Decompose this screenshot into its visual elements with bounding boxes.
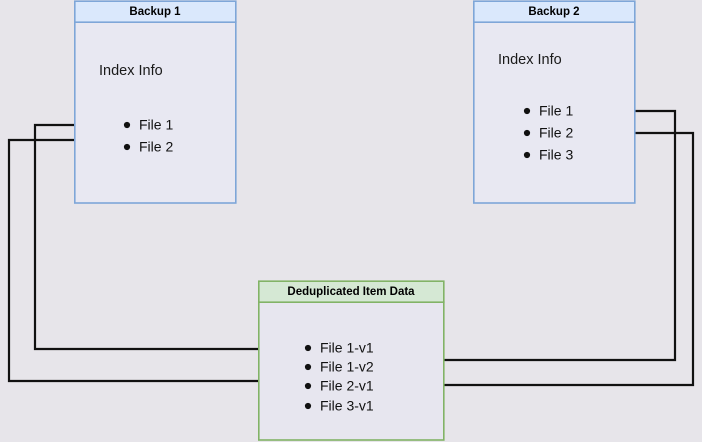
backup1-title: Backup 1 (129, 6, 181, 18)
bullet-icon (523, 129, 531, 137)
bullet-icon (304, 363, 312, 371)
dedup-list-item[interactable]: File 1-v1 (320, 340, 374, 356)
backup2-file-list: File 1 File 2 File 3 (523, 103, 573, 163)
backup2-list-item[interactable]: File 3 (539, 147, 573, 163)
backup2-title: Backup 2 (528, 6, 579, 18)
dedup-header (257, 280, 445, 304)
dedup-title: Deduplicated Item Data (287, 286, 415, 298)
backup1-box[interactable]: Backup 1 Index Info File 1 File 2 (74, 0, 237, 204)
backup2-index-info-label: Index Info (498, 52, 562, 68)
backup2-box[interactable]: Backup 2 Index Info File 1 File 2 File 3 (472, 0, 636, 204)
bullet-icon (123, 143, 131, 151)
bullet-icon (523, 151, 531, 159)
backup2-list-item[interactable]: File 2 (539, 125, 573, 141)
dedup-list-item[interactable]: File 2-v1 (320, 378, 374, 394)
bullet-icon (304, 402, 312, 410)
backup1-header (74, 0, 237, 24)
dedup-list-item[interactable]: File 3-v1 (320, 398, 374, 414)
backup1-body (74, 21, 237, 204)
backup1-list-item[interactable]: File 1 (139, 117, 173, 133)
dedup-file-list: File 1-v1 File 1-v2 File 2-v1 File 3-v1 (304, 340, 374, 414)
backup1-list-item[interactable]: File 2 (139, 139, 173, 155)
dedup-box[interactable]: Deduplicated Item Data File 1-v1 File 1-… (257, 280, 445, 441)
dedup-list-item[interactable]: File 1-v2 (320, 359, 374, 375)
bullet-icon (304, 382, 312, 390)
bullet-icon (523, 107, 531, 115)
bullet-icon (123, 121, 131, 129)
backup1-file-list: File 1 File 2 (123, 117, 173, 155)
bullet-icon (304, 344, 312, 352)
backup1-index-info-label: Index Info (99, 63, 163, 79)
backup2-list-item[interactable]: File 1 (539, 103, 573, 119)
backup2-body (472, 21, 636, 204)
backup2-header (472, 0, 636, 24)
